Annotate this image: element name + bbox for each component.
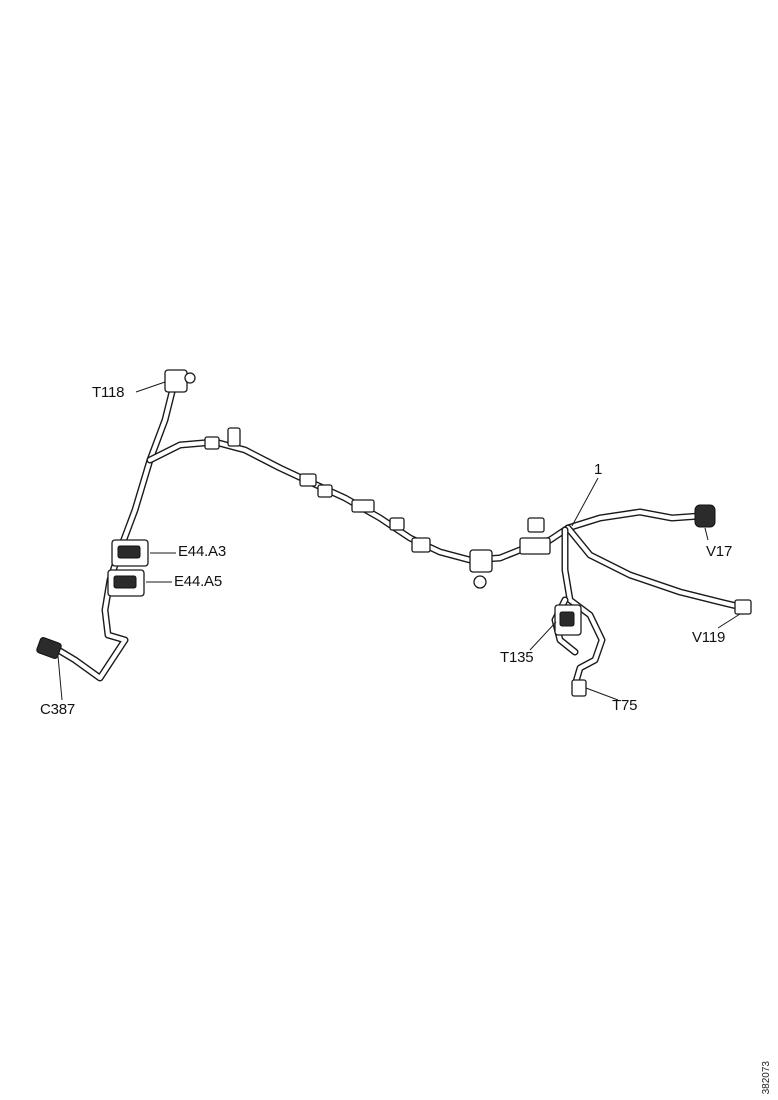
connector-v119-body bbox=[734, 599, 752, 615]
callout-t75: T75 bbox=[612, 697, 638, 714]
callout-t118: T118 bbox=[92, 384, 125, 401]
callout-e44-a3: E44.A3 bbox=[178, 543, 227, 560]
callout-e44-a5: E44.A5 bbox=[174, 573, 223, 590]
connector-v17-body bbox=[694, 504, 716, 528]
callout-leaders bbox=[57, 381, 741, 701]
harness-trunk bbox=[51, 376, 749, 689]
connector-t118-body bbox=[164, 369, 188, 393]
callout-item-1: 1 bbox=[594, 461, 603, 478]
callout-v119: V119 bbox=[692, 629, 726, 646]
connector-c387-body bbox=[36, 637, 62, 659]
connector-t75-body bbox=[571, 679, 587, 697]
callout-v17: V17 bbox=[706, 543, 733, 560]
callout-t135: T135 bbox=[500, 649, 534, 666]
figure-id: 382073 bbox=[761, 1060, 772, 1094]
harness-connectors bbox=[36, 369, 752, 697]
callout-c387: C387 bbox=[40, 701, 76, 718]
